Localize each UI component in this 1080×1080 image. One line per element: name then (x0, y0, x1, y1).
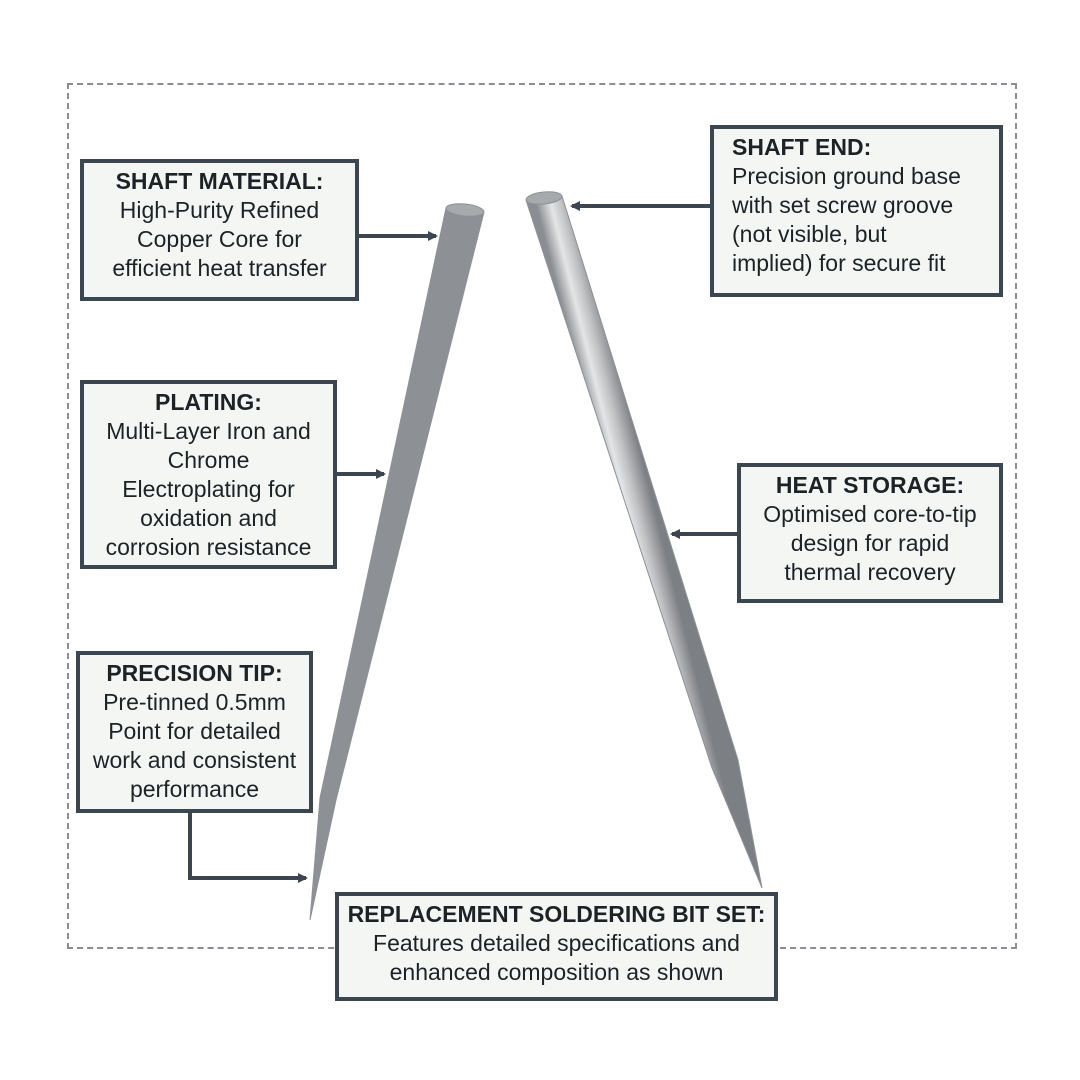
shaft-material-heading: SHAFT MATERIAL: (115, 168, 324, 194)
callout-heat-storage: HEAT STORAGE: Optimised core-to-tip desi… (737, 463, 1003, 603)
plating-text: Multi-Layer Iron and Chrome Electroplati… (105, 418, 312, 560)
precision-tip-text: Pre-tinned 0.5mm Point for detailed work… (92, 689, 297, 802)
callout-shaft-end: SHAFT END: Precision ground base with se… (710, 125, 1003, 297)
left-soldering-bit (309, 203, 485, 921)
callout-plating: PLATING: Multi-Layer Iron and Chrome Ele… (80, 380, 337, 569)
heat-storage-heading: HEAT STORAGE: (775, 472, 965, 498)
heat-storage-text: Optimised core-to-tip design for rapid t… (763, 501, 977, 585)
arrow-precision-tip (188, 813, 308, 883)
shaft-end-heading: SHAFT END: (732, 134, 872, 160)
bit-set-text: Features detailed specifications and enh… (373, 930, 740, 985)
precision-tip-heading: PRECISION TIP: (106, 660, 283, 686)
plating-heading: PLATING: (155, 389, 262, 415)
callout-shaft-material: SHAFT MATERIAL: High-Purity Refined Copp… (80, 159, 359, 301)
callout-bit-set: REPLACEMENT SOLDERING BIT SET: Features … (335, 892, 778, 1001)
callout-precision-tip: PRECISION TIP: Pre-tinned 0.5mm Point fo… (76, 651, 313, 813)
shaft-end-text: Precision ground base with set screw gro… (732, 163, 961, 276)
right-soldering-bit (525, 191, 763, 889)
bit-set-heading: REPLACEMENT SOLDERING BIT SET: (347, 901, 766, 927)
shaft-material-text: High-Purity Refined Copper Core for effi… (112, 197, 327, 281)
